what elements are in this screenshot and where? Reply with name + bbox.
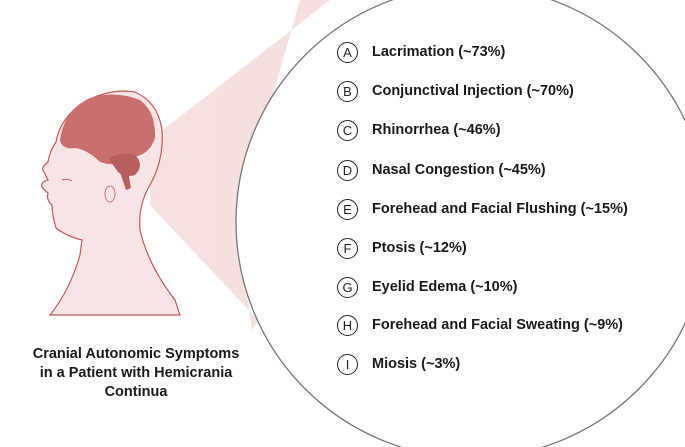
symptom-item: D Nasal Congestion (~45%) — [337, 158, 546, 182]
symptom-label: Conjunctival Injection (~70%) — [372, 83, 574, 99]
letter-badge: D — [337, 159, 358, 181]
symptom-item: I Miosis (~3%) — [337, 352, 460, 376]
letter-badge: A — [337, 41, 358, 63]
symptom-item: H Forehead and Facial Sweating (~9%) — [337, 313, 623, 337]
symptom-label: Lacrimation (~73%) — [372, 44, 506, 60]
symptom-label: Forehead and Facial Sweating (~9%) — [372, 317, 623, 333]
symptom-label: Rhinorrhea (~46%) — [372, 122, 501, 138]
symptom-item: G Eyelid Edema (~10%) — [337, 275, 517, 299]
symptom-item: E Forehead and Facial Flushing (~15%) — [337, 197, 628, 221]
head-profile — [41, 90, 181, 316]
symptom-item: B Conjunctival Injection (~70%) — [337, 79, 574, 103]
caption-line: in a Patient with Hemicrania — [39, 365, 233, 381]
letter-badge: H — [337, 314, 358, 336]
letter-badge: F — [337, 237, 358, 259]
symptom-item: C Rhinorrhea (~46%) — [337, 118, 501, 142]
caption-line: Cranial Autonomic Symptoms — [32, 346, 240, 362]
symptom-item: A Lacrimation (~73%) — [337, 40, 505, 64]
zoom-cone — [150, 0, 330, 330]
letter-badge: I — [337, 353, 358, 375]
symptom-label: Nasal Congestion (~45%) — [372, 162, 546, 178]
letter-badge: B — [337, 80, 358, 102]
symptom-item: F Ptosis (~12%) — [337, 236, 467, 260]
letter-badge: C — [337, 119, 358, 141]
symptom-label: Ptosis (~12%) — [372, 240, 467, 256]
symptom-label: Eyelid Edema (~10%) — [372, 279, 518, 295]
letter-badge: E — [337, 198, 358, 220]
caption-line: Continua — [104, 384, 168, 400]
symptom-label: Forehead and Facial Flushing (~15%) — [372, 201, 628, 217]
letter-badge: G — [337, 276, 358, 298]
symptom-label: Miosis (~3%) — [372, 356, 461, 372]
zoom-circle — [235, 0, 685, 447]
figure-caption: Cranial Autonomic Symptoms in a Patient … — [0, 345, 272, 402]
